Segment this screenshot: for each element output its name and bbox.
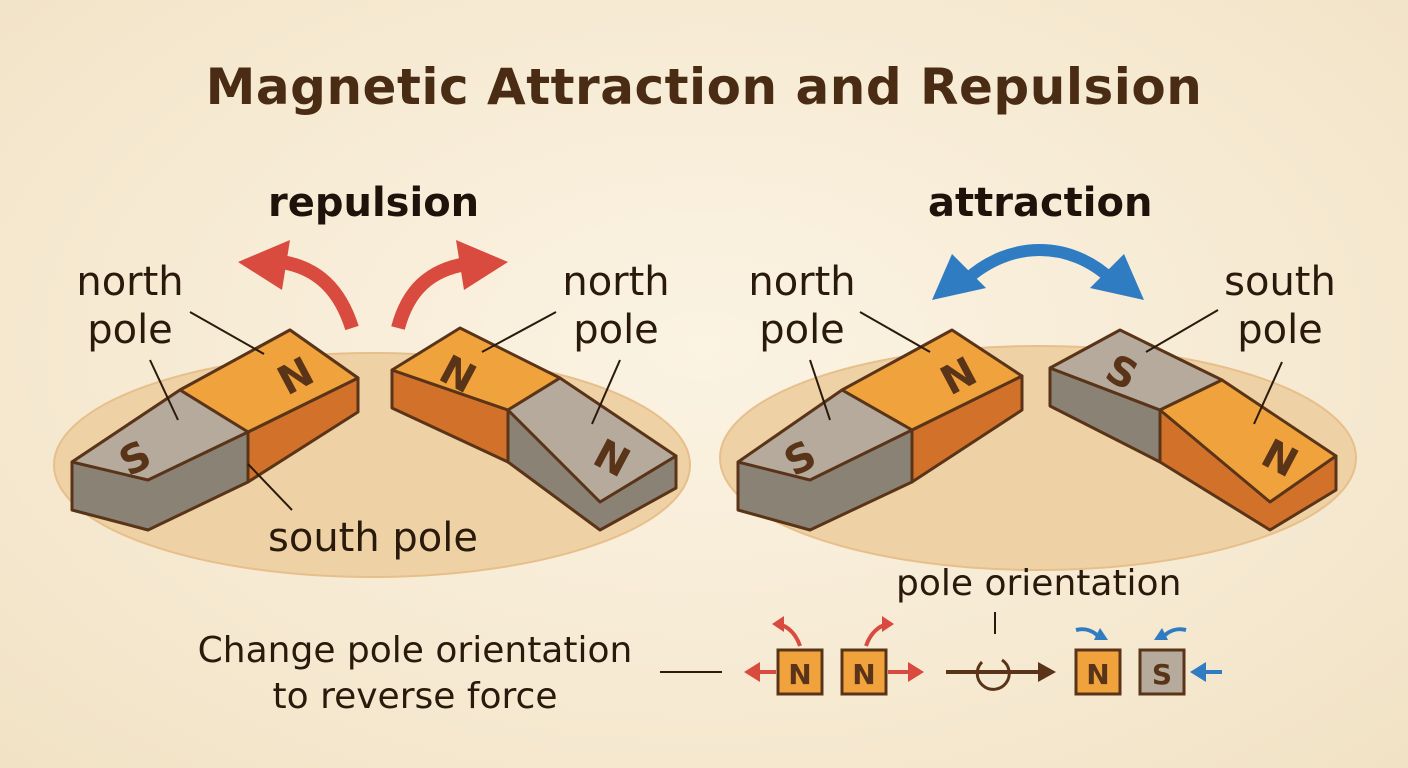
label-repulsion-north-left: north pole	[76, 259, 184, 353]
label-repulsion-north-right: north pole	[562, 259, 670, 353]
repulsion-right-magnet	[390, 326, 678, 532]
repel-arrow-right	[391, 257, 468, 330]
mini-box-n2-label: N	[852, 658, 875, 691]
label-pole-orientation: pole orientation	[896, 563, 1182, 604]
leader-repulsion-n-right	[591, 359, 621, 425]
repel-arrowhead-left	[238, 240, 290, 290]
mini-repel-arrow-right	[908, 662, 924, 682]
attract-arrowhead-right	[1090, 254, 1144, 300]
attract-arrowhead-left	[932, 254, 986, 300]
leader-repulsion-south	[247, 463, 293, 511]
mini-box-n3	[1074, 648, 1122, 696]
mini-attract-curve-right	[1162, 627, 1187, 638]
label-attraction-south: south pole	[1224, 259, 1336, 353]
leader-attraction-south	[1145, 309, 1219, 353]
rotate-icon	[975, 658, 1011, 691]
attraction-left-magnet	[736, 328, 1024, 532]
mini-box-n2	[840, 648, 888, 696]
leader-repulsion-north-left	[189, 311, 265, 355]
attraction-right-magnet	[1048, 328, 1338, 532]
mini-box-s	[1138, 648, 1186, 696]
repel-arrowhead-right	[456, 240, 508, 290]
mini-box-s-label: S	[1152, 658, 1172, 691]
label-attraction-north: north pole	[748, 259, 856, 353]
mini-box-n3-label: N	[1086, 658, 1109, 691]
leader-repulsion-north-right	[481, 311, 557, 353]
repulsion-heading: repulsion	[268, 180, 480, 226]
leader-attraction-n	[1253, 361, 1283, 425]
note-change-orientation: Change pole orientation to reverse force	[197, 630, 633, 717]
mini-box-n1	[776, 648, 824, 696]
mini-attract-curve-left	[1075, 627, 1100, 638]
repulsion-left-magnet	[70, 328, 360, 532]
repel-arrow-left	[280, 255, 359, 331]
mini-box-n1-label: N	[788, 658, 811, 691]
label-repulsion-south: south pole	[268, 515, 478, 561]
page-title: Magnetic Attraction and Repulsion	[205, 58, 1203, 116]
attraction-heading: attraction	[928, 180, 1153, 226]
leader-attraction-s	[809, 359, 831, 421]
mini-repel-arrow-left	[744, 662, 760, 682]
leader-attraction-north	[859, 311, 931, 353]
mini-attract-arrow-right	[1190, 662, 1206, 682]
leader-repulsion-s	[149, 359, 179, 421]
attract-arrow	[961, 244, 1117, 285]
